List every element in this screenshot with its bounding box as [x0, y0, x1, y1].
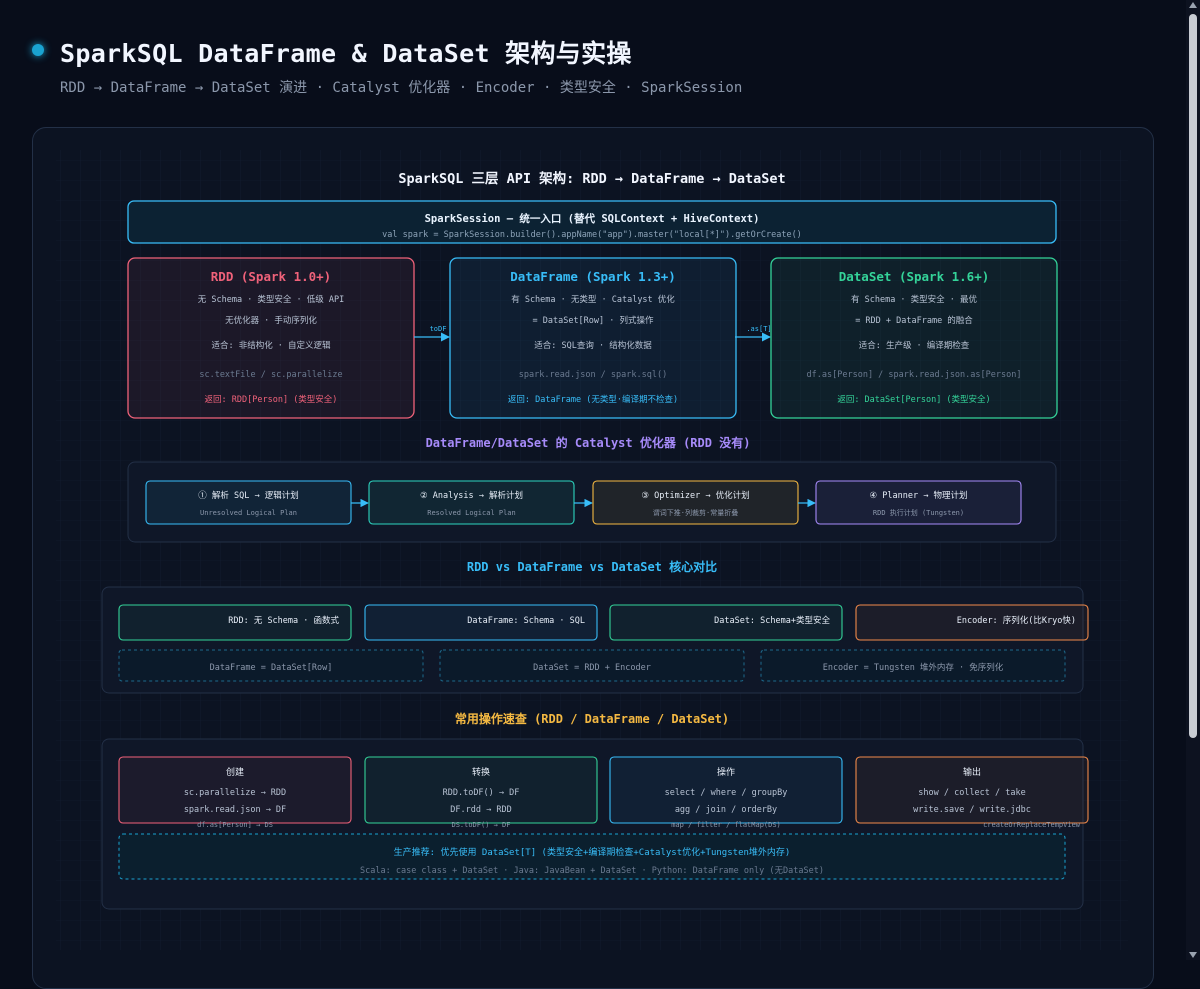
ops-card-line: DF.rdd → RDD	[450, 805, 511, 815]
api-card	[449, 257, 737, 419]
api-card-name: RDD (Spark 1.0+)	[211, 269, 331, 284]
architecture-diagram: SparkSQL 三层 API 架构: RDD → DataFrame → Da…	[56, 150, 1128, 950]
scroll-thumb[interactable]	[1189, 14, 1197, 738]
compare-cell	[364, 604, 598, 641]
api-card-usecase: 适合: 非结构化 · 自定义逻辑	[211, 340, 331, 351]
ops-card-line: agg / join / orderBy	[675, 805, 777, 815]
api-card-code: spark.read.json / spark.sql()	[519, 370, 667, 380]
catalyst-step-sub: Resolved Logical Plan	[427, 509, 516, 517]
api-card-feature: 无优化器 · 手动序列化	[225, 315, 317, 326]
ops-title: 常用操作速查 (RDD / DataFrame / DataSet)	[455, 711, 729, 726]
compare-note-text: DataFrame = DataSet[Row]	[210, 663, 333, 673]
catalyst-step-label: ③ Optimizer → 优化计划	[641, 490, 749, 501]
title-bullet-icon	[32, 44, 44, 56]
api-card	[127, 257, 415, 419]
compare-note	[118, 649, 424, 682]
api-flow-label: toDF	[430, 325, 447, 333]
api-card-code: sc.textFile / sc.parallelize	[199, 370, 342, 380]
compare-note	[760, 649, 1066, 682]
api-card-feature: = RDD + DataFrame 的融合	[855, 315, 973, 326]
compare-cell-text: DataSet: Schema+类型安全	[714, 615, 830, 626]
catalyst-step-label: ① 解析 SQL → 逻辑计划	[198, 490, 298, 501]
compare-cell	[609, 604, 843, 641]
lang-support-text: Scala: case class + DataSet · Java: Java…	[360, 866, 824, 876]
api-card-name: DataSet (Spark 1.6+)	[839, 269, 990, 284]
catalyst-title: DataFrame/DataSet 的 Catalyst 优化器 (RDD 没有…	[426, 435, 751, 450]
ops-card-line: spark.read.json → DF	[184, 805, 286, 815]
compare-cell-text: DataFrame: Schema · SQL	[467, 616, 585, 626]
spark-session-box	[127, 200, 1057, 244]
api-card-feature: 无 Schema · 类型安全 · 低级 API	[198, 294, 345, 305]
api-card-code: df.as[Person] / spark.read.json.as[Perso…	[807, 370, 1022, 380]
catalyst-step	[368, 480, 575, 525]
catalyst-step-sub: RDD 执行计划 (Tungsten)	[873, 508, 964, 517]
api-flow-label: .as[T]	[746, 325, 771, 333]
catalyst-step	[145, 480, 352, 525]
compare-title: RDD vs DataFrame vs DataSet 核心对比	[467, 559, 717, 574]
compare-cell-text: Encoder: 序列化(比Kryo快)	[957, 615, 1076, 626]
api-card-usecase: 适合: SQL查询 · 结构化数据	[534, 340, 652, 351]
ops-card-line: sc.parallelize → RDD	[184, 788, 286, 798]
diagram-title: SparkSQL 三层 API 架构: RDD → DataFrame → Da…	[398, 170, 785, 187]
api-card-feature: = DataSet[Row] · 列式操作	[533, 315, 654, 326]
ops-card	[118, 756, 352, 824]
ops-card-line: RDD.toDF() → DF	[443, 788, 520, 798]
spark-session-code: val spark = SparkSession.builder().appNa…	[382, 230, 802, 240]
ops-card-title: 创建	[226, 766, 244, 778]
scroll-up-icon[interactable]	[1189, 2, 1197, 8]
api-card-name: DataFrame (Spark 1.3+)	[510, 269, 676, 284]
ops-card	[855, 756, 1089, 824]
catalyst-step-sub: Unresolved Logical Plan	[200, 509, 297, 517]
ops-card-title: 操作	[717, 766, 735, 778]
compare-note-text: Encoder = Tungsten 堆外内存 · 免序列化	[823, 662, 1004, 673]
ops-card	[364, 756, 598, 824]
ops-card-title: 输出	[963, 766, 981, 778]
ops-card-line: map / filter / flatMap(DS)	[671, 821, 781, 829]
compare-cell	[855, 604, 1089, 641]
ops-card-line: createOrReplaceTempView	[983, 821, 1081, 829]
page-subtitle: RDD → DataFrame → DataSet 演进 · Catalyst …	[60, 80, 743, 96]
scroll-down-icon[interactable]	[1189, 952, 1197, 958]
recommend-text: 生产推荐: 优先使用 DataSet[T] (类型安全+编译期检查+Cataly…	[394, 846, 791, 858]
catalyst-step-label: ④ Planner → 物理计划	[870, 490, 968, 501]
compare-note	[439, 649, 745, 682]
api-card-feature: 有 Schema · 类型安全 · 最优	[851, 294, 978, 305]
api-card-usecase: 适合: 生产级 · 编译期检查	[859, 340, 970, 351]
recommend-box	[118, 833, 1066, 880]
ops-card	[609, 756, 843, 824]
api-card-return: 返回: RDD[Person] (类型安全)	[205, 394, 338, 405]
catalyst-step	[592, 480, 799, 525]
ops-card-title: 转换	[472, 766, 490, 778]
ops-card-line: show / collect / take	[918, 788, 1025, 798]
ops-card-line: DS.toDF() → DF	[451, 821, 510, 829]
ops-card-line: df.as[Person] → DS	[197, 821, 273, 829]
api-card-return: 返回: DataFrame (无类型·编译期不检查)	[508, 394, 678, 405]
api-card-feature: 有 Schema · 无类型 · Catalyst 优化	[511, 294, 675, 305]
catalyst-step-sub: 谓词下推·列裁剪·常量折叠	[653, 508, 738, 517]
spark-session-title: SparkSession — 统一入口 (替代 SQLContext + Hiv…	[425, 212, 760, 225]
compare-cell-text: RDD: 无 Schema · 函数式	[228, 615, 339, 626]
ops-card-line: select / where / groupBy	[665, 788, 788, 798]
ops-card-line: write.save / write.jdbc	[913, 805, 1031, 815]
api-card	[770, 257, 1058, 419]
catalyst-step-label: ② Analysis → 解析计划	[420, 490, 523, 501]
page-title: SparkSQL DataFrame & DataSet 架构与实操	[60, 39, 632, 68]
catalyst-step	[815, 480, 1022, 525]
compare-cell	[118, 604, 352, 641]
api-card-return: 返回: DataSet[Person] (类型安全)	[837, 394, 990, 405]
compare-note-text: DataSet = RDD + Encoder	[533, 663, 651, 673]
vertical-scrollbar[interactable]	[1186, 0, 1200, 960]
